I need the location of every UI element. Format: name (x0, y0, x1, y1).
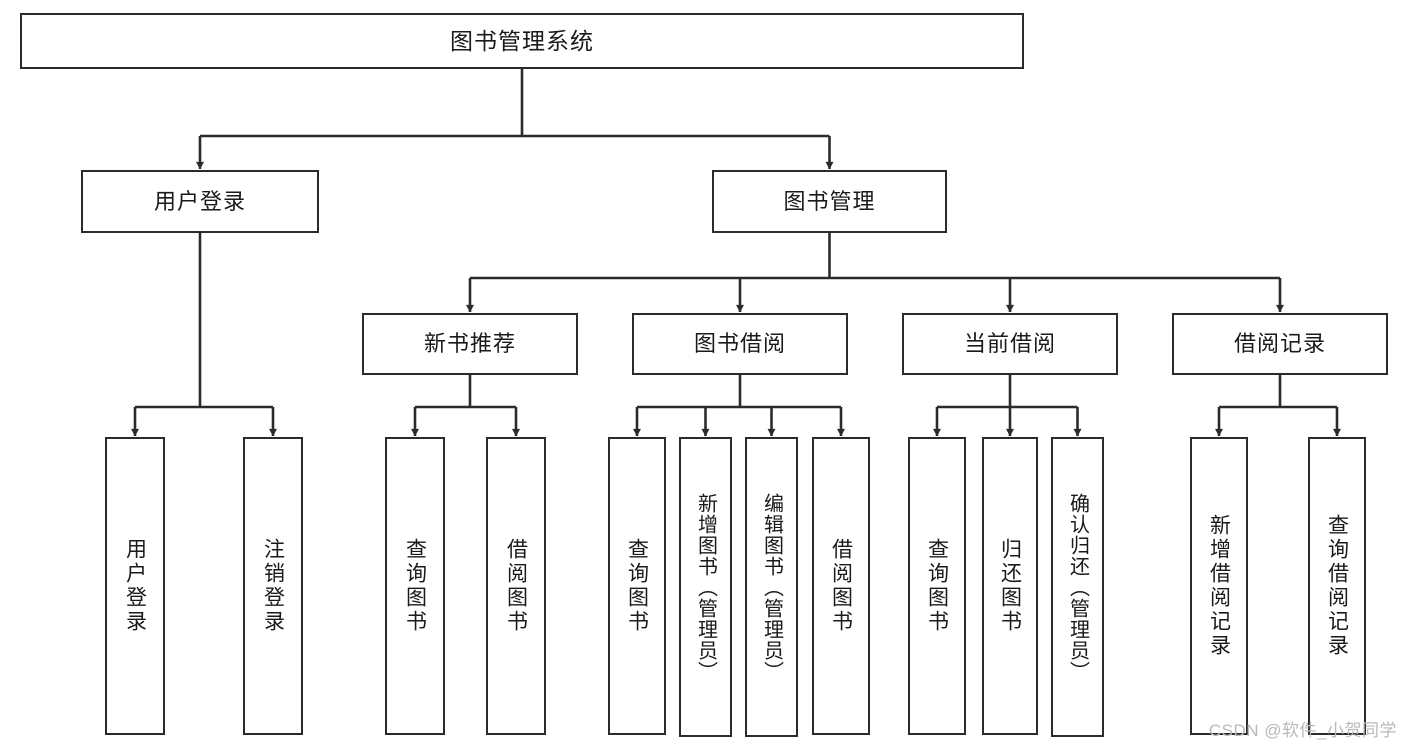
node-user-login[interactable]: 用户登录 (81, 170, 319, 233)
node-leaf-cb-query[interactable]: 查询图书 (908, 437, 966, 735)
node-leaf-bb-query[interactable]: 查询图书 (608, 437, 666, 735)
node-leaf-rec-borrow[interactable]: 借阅图书 (486, 437, 546, 735)
watermark-label: CSDN @软件_小贺同学 (1208, 721, 1397, 740)
node-label-leaf-rec-borrow: 借阅图书 (504, 538, 528, 634)
node-label-leaf-user-logout: 注销登录 (261, 538, 285, 634)
node-label-leaf-bb-add: 新增图书（管理员） (694, 492, 717, 682)
node-label-borrow-record: 借阅记录 (1233, 331, 1326, 357)
node-leaf-bb-borrow[interactable]: 借阅图书 (812, 437, 870, 735)
node-label-new-book-rec: 新书推荐 (423, 331, 516, 357)
node-label-leaf-rec-query: 查询图书 (403, 538, 427, 634)
node-label-leaf-bb-query: 查询图书 (625, 538, 649, 634)
node-label-leaf-cb-query: 查询图书 (925, 538, 949, 634)
node-new-book-rec[interactable]: 新书推荐 (362, 313, 578, 375)
node-label-leaf-bb-borrow: 借阅图书 (829, 538, 853, 634)
node-current-borrow[interactable]: 当前借阅 (902, 313, 1118, 375)
node-leaf-rec-query[interactable]: 查询图书 (385, 437, 445, 735)
node-book-manage[interactable]: 图书管理 (712, 170, 947, 233)
node-borrow-record[interactable]: 借阅记录 (1172, 313, 1388, 375)
node-label-leaf-bb-edit: 编辑图书（管理员） (760, 492, 783, 682)
node-leaf-cb-return[interactable]: 归还图书 (982, 437, 1038, 735)
node-leaf-bb-add[interactable]: 新增图书（管理员） (679, 437, 732, 737)
node-label-root: 图书管理系统 (450, 27, 594, 54)
node-label-book-manage: 图书管理 (783, 188, 876, 214)
node-leaf-cb-confirm[interactable]: 确认归还（管理员） (1051, 437, 1104, 737)
node-root[interactable]: 图书管理系统 (20, 13, 1024, 69)
node-leaf-user-logout[interactable]: 注销登录 (243, 437, 303, 735)
node-label-leaf-cb-confirm: 确认归还（管理员） (1066, 492, 1089, 682)
node-label-leaf-user-login: 用户登录 (123, 538, 147, 634)
node-label-user-login: 用户登录 (153, 188, 246, 214)
node-leaf-user-login[interactable]: 用户登录 (105, 437, 165, 735)
node-leaf-br-add[interactable]: 新增借阅记录 (1190, 437, 1248, 735)
node-book-borrow[interactable]: 图书借阅 (632, 313, 848, 375)
node-label-book-borrow: 图书借阅 (693, 331, 786, 357)
node-leaf-bb-edit[interactable]: 编辑图书（管理员） (745, 437, 798, 737)
node-label-current-borrow: 当前借阅 (963, 331, 1056, 357)
node-leaf-br-query[interactable]: 查询借阅记录 (1308, 437, 1366, 735)
node-label-leaf-br-query: 查询借阅记录 (1325, 514, 1349, 658)
node-label-leaf-cb-return: 归还图书 (998, 538, 1022, 634)
node-label-leaf-br-add: 新增借阅记录 (1207, 514, 1231, 658)
